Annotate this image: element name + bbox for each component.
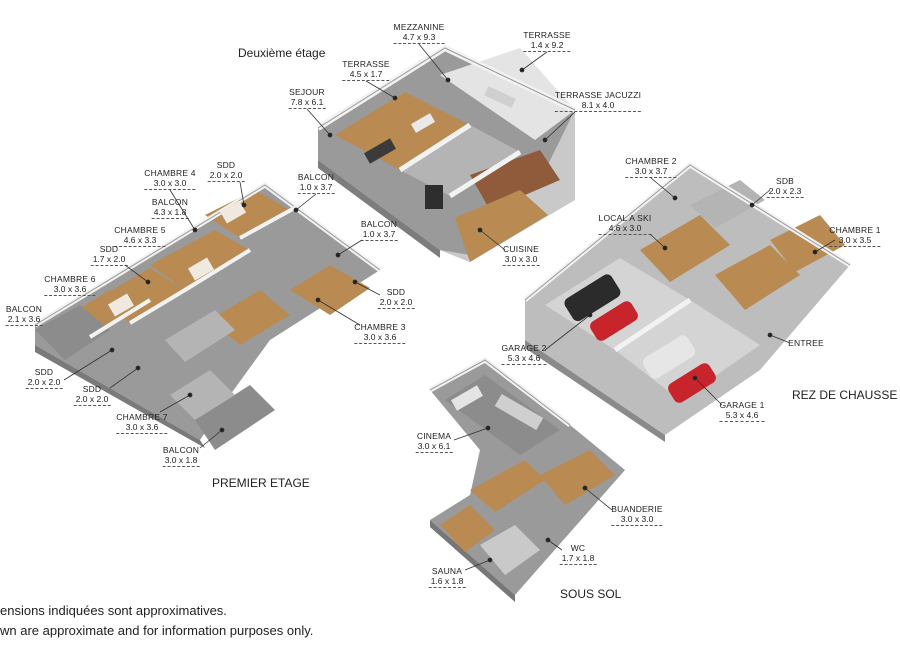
basement-model — [428, 357, 625, 602]
disclaimer-fr: ensions indiquées sont approximatives. — [0, 603, 227, 618]
label-entree: ENTREE — [788, 338, 824, 348]
disclaimer-en: wn are approximate and for information p… — [0, 623, 314, 638]
basement-title: SOUS SOL — [560, 587, 622, 601]
first-floor-model — [33, 181, 382, 450]
second-floor-title: Deuxième étage — [238, 46, 326, 60]
ground-floor-title: REZ DE CHAUSSE — [792, 388, 898, 402]
second-floor-model — [316, 44, 577, 262]
first-floor-title: PREMIER ETAGE — [212, 476, 310, 490]
